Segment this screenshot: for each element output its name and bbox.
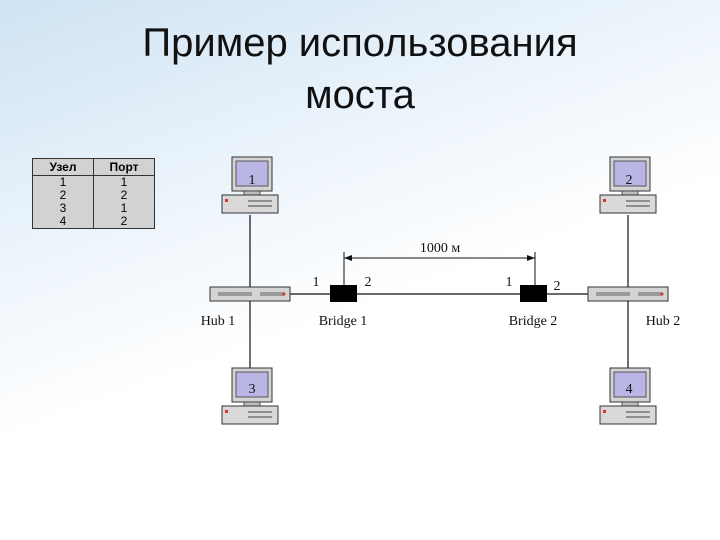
table-header-row: Узел Порт (32, 158, 155, 176)
table-header-port: Порт (93, 158, 155, 176)
page-title-line1: Пример использования (142, 21, 578, 65)
bridge-2-icon (520, 285, 547, 302)
table-row: 4 2 (32, 215, 155, 229)
computer-4-label: 4 (626, 382, 633, 397)
table-cell: 1 (93, 202, 155, 215)
table-cell: 2 (93, 215, 155, 229)
hub-2-icon (587, 286, 669, 302)
hub-2-label: Hub 2 (646, 314, 681, 329)
bridge-2-port-right: 2 (554, 279, 561, 294)
bridge-1-port-right: 2 (365, 275, 372, 290)
bridge-1-label: Bridge 1 (319, 314, 368, 329)
table-row: 2 2 (32, 189, 155, 202)
bridge-1-icon (330, 285, 357, 302)
table-header-node: Узел (32, 158, 94, 176)
table-row: 3 1 (32, 202, 155, 215)
page-title-line2: моста (305, 73, 415, 117)
table-cell: 2 (93, 189, 155, 202)
computer-2-label: 2 (626, 173, 633, 188)
table-row: 1 1 (32, 175, 155, 189)
bridge-2-port-left: 1 (506, 275, 513, 290)
distance-label: 1000 м (420, 241, 461, 256)
computer-1-label: 1 (249, 173, 256, 188)
bridge-2-label: Bridge 2 (509, 314, 558, 329)
table-cell: 1 (93, 175, 155, 189)
hub-1-label: Hub 1 (201, 314, 236, 329)
port-table: Узел Порт 1 1 2 2 3 1 4 2 (32, 158, 155, 229)
hub-1-icon (209, 286, 291, 302)
bridge-1-port-left: 1 (313, 275, 320, 290)
computer-3-label: 3 (249, 382, 256, 397)
